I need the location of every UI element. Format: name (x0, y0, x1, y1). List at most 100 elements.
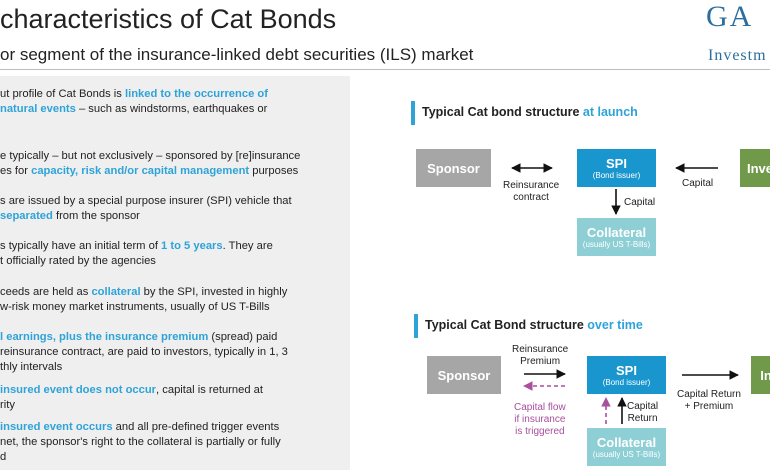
characteristic-line: rity (0, 398, 263, 413)
highlight-text: collateral (91, 286, 141, 298)
highlight-text: linked to the occurrence of (125, 88, 268, 100)
launch-collateral-sublabel: (usually US T-Bills) (582, 239, 651, 249)
characteristic-line: es for capacity, risk and/or capital man… (0, 164, 300, 179)
characteristic-item: s are issued by a special purpose insure… (0, 194, 292, 224)
overtime-return-line1: Capital (627, 401, 659, 412)
characteristic-line: separated from the sponsor (0, 209, 292, 224)
header-divider (0, 69, 770, 70)
overtime-flow-line3: is triggered (515, 426, 565, 437)
overtime-title-highlight: over time (587, 318, 643, 332)
body-text: and all pre-defined trigger events (112, 421, 280, 433)
characteristic-line: ut profile of Cat Bonds is linked to the… (0, 87, 268, 102)
characteristic-line: natural events – such as windstorms, ear… (0, 102, 268, 117)
characteristic-line: l earnings, plus the insurance premium (… (0, 330, 288, 345)
overtime-spi-label: SPI (616, 362, 637, 378)
characteristic-line: insured event occurs and all pre-defined… (0, 420, 281, 435)
overtime-premium-line1: Reinsurance (512, 344, 569, 355)
overtime-cap-return-line2: + Premium (684, 401, 734, 412)
page-title: characteristics of Cat Bonds (0, 4, 337, 34)
characteristic-line: e typically – but not exclusively – spon… (0, 149, 300, 164)
launch-section-bar (411, 101, 415, 125)
overtime-sponsor-label: Sponsor (437, 367, 491, 383)
company-logo-subtext: Investm (708, 47, 767, 64)
launch-section-title: Typical Cat bond structure at launch (422, 105, 638, 119)
highlight-text: capacity, risk and/or capital management (31, 165, 250, 177)
launch-title-text: Typical Cat bond structure (422, 105, 583, 119)
body-text: net, the sponsor's right to the collater… (0, 436, 281, 448)
characteristics-panel (0, 76, 350, 470)
body-text: thly intervals (0, 361, 63, 373)
overtime-section-title: Typical Cat Bond structure over time (425, 318, 643, 332)
overtime-collateral-box: Collateral(usually US T-Bills) (587, 428, 666, 466)
overtime-spi-sublabel: (Bond issuer) (602, 377, 651, 387)
characteristic-line: s typically have an initial term of 1 to… (0, 239, 273, 254)
overtime-capital-return-premium-label: Capital Return+ Premium (677, 389, 741, 413)
launch-collateral-box: Collateral(usually US T-Bills) (577, 218, 656, 256)
highlight-text: insured event occurs (0, 421, 113, 433)
body-text: d (0, 451, 7, 463)
characteristic-item: ceeds are held as collateral by the SPI,… (0, 285, 287, 315)
overtime-flow-line1: Capital flow (514, 402, 566, 413)
overtime-spi-box: SPI(Bond issuer) (587, 356, 666, 394)
characteristic-line: net, the sponsor's right to the collater… (0, 435, 281, 450)
body-text: . They are (222, 240, 273, 252)
characteristic-line: insured event does not occur, capital is… (0, 383, 263, 398)
launch-reinsurance-line1: Reinsurance (503, 180, 560, 191)
body-text: , capital is returned at (156, 384, 264, 396)
overtime-premium-line2: Premium (520, 356, 561, 367)
overtime-sponsor-box: Sponsor (427, 356, 501, 394)
characteristic-item: insured event occurs and all pre-defined… (0, 420, 281, 465)
body-text: ut profile of Cat Bonds is (0, 88, 125, 100)
characteristic-item: e typically – but not exclusively – spon… (0, 149, 300, 179)
characteristic-line: t officially rated by the agencies (0, 254, 273, 269)
highlight-text: natural events (0, 103, 76, 115)
body-text: reinsurance contract, are paid to invest… (0, 346, 288, 358)
launch-spi-label: SPI (606, 155, 627, 171)
page-subtitle: or segment of the insurance-linked debt … (0, 45, 474, 64)
characteristic-item: s typically have an initial term of 1 to… (0, 239, 273, 269)
overtime-section-bar (414, 314, 418, 338)
overtime-flow-line2: if insurance (514, 414, 566, 425)
company-logo: GA (706, 0, 754, 33)
characteristic-line: ceeds are held as collateral by the SPI,… (0, 285, 287, 300)
launch-title-highlight: at launch (582, 105, 638, 119)
characteristic-line: d (0, 450, 281, 465)
body-text: rity (0, 399, 15, 411)
overtime-investor-box: In (751, 356, 770, 394)
launch-reinsurance-line2: contract (513, 192, 549, 203)
overtime-cap-return-line1: Capital Return (677, 389, 741, 400)
body-text: es for (0, 165, 32, 177)
launch-spi-sublabel: (Bond issuer) (592, 170, 641, 180)
body-text: from the sponsor (52, 210, 140, 222)
body-text: s typically have an initial term of (0, 240, 162, 252)
launch-investor-box: Inve (740, 149, 770, 187)
overtime-investor-label: In (760, 367, 770, 383)
launch-capital-down-label: Capital (624, 197, 656, 208)
body-text: – such as windstorms, earthquakes or (75, 103, 268, 115)
characteristic-line: w-risk money market instruments, usually… (0, 300, 287, 315)
highlight-text: 1 to 5 years (161, 240, 223, 252)
launch-sponsor-label: Sponsor (427, 160, 480, 176)
characteristic-item: l earnings, plus the insurance premium (… (0, 330, 288, 375)
launch-spi-box: SPI(Bond issuer) (577, 149, 656, 187)
characteristic-line: s are issued by a special purpose insure… (0, 194, 292, 209)
highlight-text: l earnings, plus the insurance premium (0, 331, 209, 343)
body-text: t officially rated by the agencies (0, 255, 156, 267)
characteristic-item: ut profile of Cat Bonds is linked to the… (0, 87, 268, 117)
body-text: by the SPI, invested in highly (140, 286, 288, 298)
overtime-collateral-label: Collateral (596, 434, 657, 450)
characteristic-line: thly intervals (0, 360, 288, 375)
body-text: (spread) paid (208, 331, 278, 343)
highlight-text: separated (0, 210, 53, 222)
launch-sponsor-box: Sponsor (416, 149, 491, 187)
characteristic-item: insured event does not occur, capital is… (0, 383, 263, 413)
characteristic-line: reinsurance contract, are paid to invest… (0, 345, 288, 360)
overtime-return-line2: Return (627, 413, 658, 424)
launch-collateral-label: Collateral (586, 224, 647, 240)
body-text: w-risk money market instruments, usually… (0, 301, 270, 313)
highlight-text: insured event does not occur (0, 384, 157, 396)
launch-capital-investor-label: Capital (682, 178, 714, 189)
